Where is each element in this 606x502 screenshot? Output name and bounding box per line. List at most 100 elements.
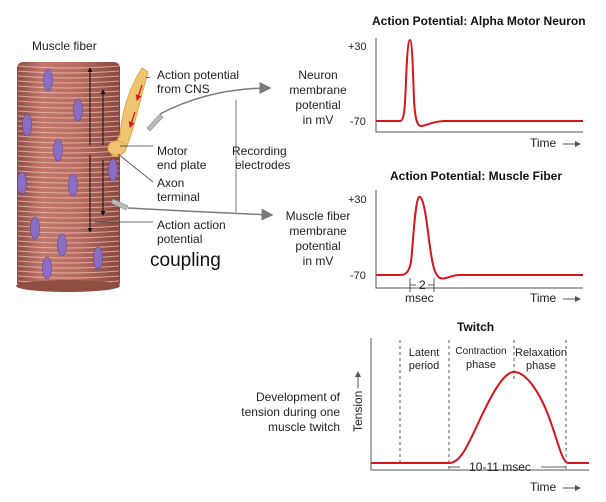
fiber-electrode <box>110 198 129 211</box>
contraction-label-1: Contraction <box>455 346 506 357</box>
striation-line <box>17 240 120 244</box>
duration-label: 10-11 msec <box>469 460 531 474</box>
fiber-span-unit: msec <box>405 291 434 305</box>
nucleus-shape <box>93 246 103 270</box>
twitch-ylabel-2: tension during one <box>241 405 340 419</box>
relaxation-label-2: phase <box>526 360 556 372</box>
recording-electrodes-label-1: Recording <box>232 144 287 158</box>
striation-line <box>17 250 120 254</box>
neuron-ylabel-4: in mV <box>303 113 334 127</box>
fiber-ap-trace <box>376 196 583 280</box>
fiber-ylabel-1: Muscle fiber <box>286 209 351 223</box>
striation-line <box>17 185 120 189</box>
neuron-ap-trace <box>376 38 583 128</box>
neuron-ylabel-1: Neuron <box>298 68 337 82</box>
striation-line <box>17 170 120 174</box>
fiber-time-label: Time <box>530 291 557 305</box>
nucleus-shape <box>73 98 83 122</box>
ap-cns-label-2: from CNS <box>157 82 210 96</box>
twitch-time-label: Time <box>530 480 557 494</box>
fiber-ylabel-2: membrane <box>289 224 347 238</box>
ap-cns-label-1: Action potential <box>157 68 239 82</box>
striation-line <box>17 195 120 199</box>
twitch-ylabel-1: Development of <box>256 390 341 404</box>
neuron-lead <box>159 82 272 115</box>
striation-line <box>17 90 120 94</box>
fiber-ap-graph: Action Potential: Muscle Fiber Muscle fi… <box>286 169 583 305</box>
nucleus-shape <box>53 138 63 162</box>
ap-direction-arrow-2 <box>128 111 136 128</box>
motor-end-plate-label-2: end plate <box>157 158 207 172</box>
striation-line <box>17 210 120 214</box>
striation-line <box>17 80 120 84</box>
striation-line <box>17 265 120 269</box>
nucleus-shape <box>43 68 53 92</box>
neuron-time-label: Time <box>530 136 557 150</box>
propagation-arrows <box>87 67 106 233</box>
fiber-ylabel-4: in mV <box>303 254 334 268</box>
striation-line <box>17 95 120 99</box>
latent-label-2: period <box>409 360 440 372</box>
striation-line <box>17 165 120 169</box>
nucleus-shape <box>17 171 27 195</box>
muscle-fiber-label: Muscle fiber <box>32 39 97 53</box>
striation-line <box>17 65 120 69</box>
striation-line <box>17 255 120 259</box>
twitch-title: Twitch <box>457 320 494 334</box>
neuron-graph-title: Action Potential: Alpha Motor Neuron <box>372 14 586 28</box>
striation-line <box>17 135 120 139</box>
striation-line <box>17 140 120 144</box>
fiber-span-value: 2 <box>419 278 426 292</box>
fiber-lead <box>127 207 274 221</box>
striation-line <box>17 225 120 229</box>
twitch-graph: Twitch Development of tension during one… <box>241 320 589 494</box>
striation-line <box>17 215 120 219</box>
striation-line <box>17 110 120 114</box>
striation-line <box>17 270 120 274</box>
neuron-ytick-top: +30 <box>348 41 367 53</box>
fiber-nuclei <box>17 68 118 280</box>
fiber-axes <box>375 190 583 289</box>
neuron-ylabel-2: membrane <box>289 83 347 97</box>
striation-line <box>17 205 120 209</box>
nucleus-shape <box>22 113 32 137</box>
muscle-ap-label-1: Action action <box>157 218 226 232</box>
striation-line <box>17 260 120 264</box>
striation-line <box>17 85 120 89</box>
neuron-ylabel-3: potential <box>295 98 340 112</box>
muscle-ap-label-2: potential <box>157 232 202 246</box>
motor-end-plate-label-1: Motor <box>157 144 188 158</box>
striation-line <box>17 155 120 159</box>
striation-line <box>17 180 120 184</box>
nucleus-shape <box>108 158 118 182</box>
striation-line <box>17 275 120 279</box>
striation-line <box>17 190 120 194</box>
axon-terminal-label-2: terminal <box>157 190 200 204</box>
nucleus-shape <box>42 256 52 280</box>
nucleus-shape <box>30 216 40 240</box>
striation-line <box>17 70 120 74</box>
ap-direction-arrow-1 <box>135 84 143 101</box>
twitch-tension-trace <box>371 370 589 464</box>
contraction-label-2: phase <box>466 359 496 371</box>
striation-line <box>17 235 120 239</box>
fiber-graph-title: Action Potential: Muscle Fiber <box>390 169 562 183</box>
fiber-ytick-top: +30 <box>348 194 367 206</box>
motor-end-plate-shape <box>107 140 127 156</box>
fiber-ytick-bottom: -70 <box>350 270 366 282</box>
striation-line <box>17 245 120 249</box>
twitch-axes <box>370 338 589 471</box>
coupling-label: coupling <box>150 250 221 271</box>
neuron-axes <box>375 38 583 133</box>
striation-line <box>17 100 120 104</box>
muscle-fiber-end <box>16 280 120 292</box>
twitch-ylabel-3: muscle twitch <box>268 420 340 434</box>
motor-axon <box>110 67 149 157</box>
striation-line <box>17 105 120 109</box>
striation-line <box>17 175 120 179</box>
axon-terminal-label-1: Axon <box>157 176 184 190</box>
striation-line <box>17 200 120 204</box>
muscle-fiber-illustration <box>16 62 274 292</box>
neuron-ytick-bottom: -70 <box>350 116 366 128</box>
striation-line <box>17 75 120 79</box>
